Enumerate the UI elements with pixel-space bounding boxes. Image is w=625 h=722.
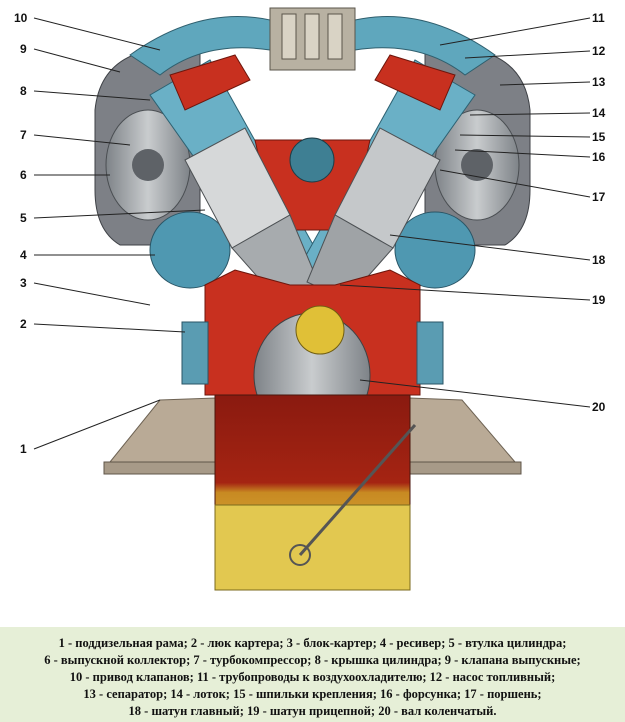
caption-line: 10 - привод клапанов; 11 - трубопроводы … [69,670,556,684]
camshaft [289,137,335,183]
callout-17: 17 [592,190,606,204]
callout-16: 16 [592,150,606,164]
turbocompressors [105,109,520,221]
callout-3: 3 [20,276,27,290]
callout-6: 6 [20,168,27,182]
right-cylinder [306,127,441,301]
callout-8: 8 [20,84,27,98]
caption-line: 18 - шатун главный; 19 - шатун прицепной… [128,704,497,718]
oil-sump [214,394,417,591]
air-pipes-to-cooler [129,16,496,76]
callout-19: 19 [592,293,606,307]
crankcase-hatches [181,321,444,385]
callout-10: 10 [14,11,28,25]
caption-line: 1 - поддизельная рама; 2 - люк картера; … [58,636,567,650]
callout-5: 5 [20,211,27,225]
callout-4: 4 [20,248,27,262]
callout-12: 12 [592,44,606,58]
callout-20: 20 [592,400,606,414]
legend-caption: 1 - поддизельная рама; 2 - люк картера; … [0,627,625,722]
callout-9: 9 [20,42,27,56]
callout-1: 1 [20,442,27,456]
leader-lines [33,17,591,450]
fuel-pump [269,7,356,71]
callout-14: 14 [592,106,606,120]
caption-line: 13 - сепаратор; 14 - лоток; 15 - шпильки… [83,687,542,701]
engine-cross-section-diagram: 1 2 3 4 5 6 7 8 9 10 11 12 13 14 15 16 1… [14,7,606,591]
callout-13: 13 [592,75,606,89]
callout-7: 7 [20,128,27,142]
receivers [149,211,476,289]
callout-numbers: 1 2 3 4 5 6 7 8 9 10 11 12 13 14 15 16 1… [14,11,606,456]
callout-15: 15 [592,130,606,144]
callout-11: 11 [592,11,605,25]
callout-18: 18 [592,253,606,267]
sub-diesel-frame [103,397,522,475]
caption-line: 6 - выпускной коллектор; 7 - турбокомпре… [44,653,581,667]
callout-2: 2 [20,317,27,331]
